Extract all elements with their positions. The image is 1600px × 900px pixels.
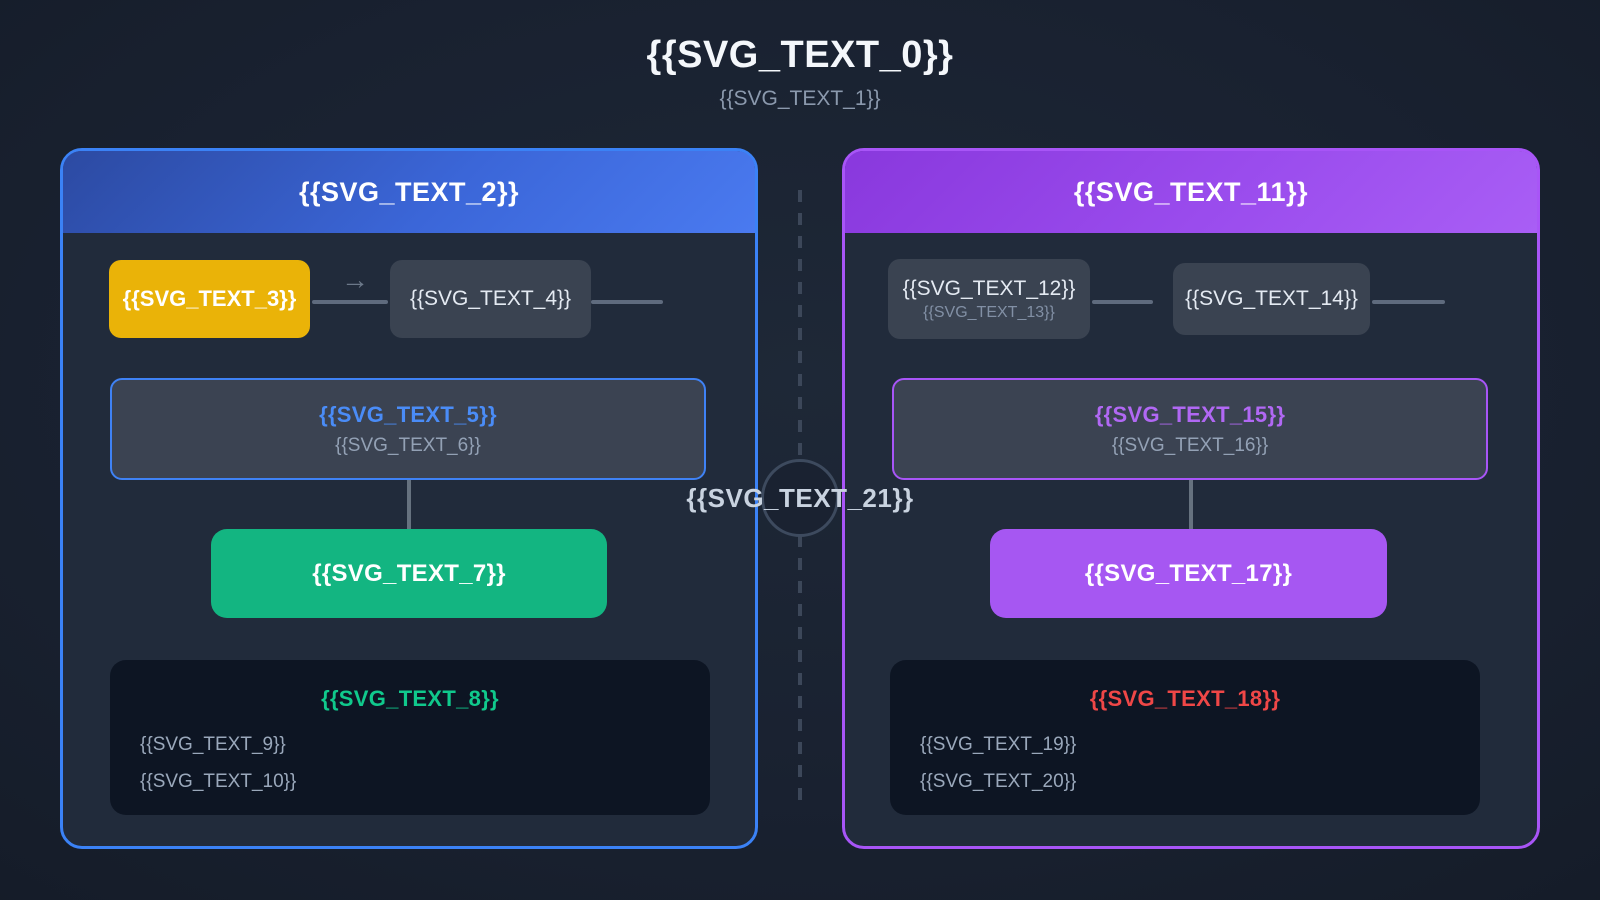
- left-flow-step-box: {{SVG_TEXT_4}}: [390, 260, 591, 338]
- left-panel: {{SVG_TEXT_2}} {{SVG_TEXT_3}} → {{SVG_TE…: [60, 148, 758, 849]
- left-panel-header: {{SVG_TEXT_2}}: [63, 151, 755, 233]
- connector-line-vertical: [407, 480, 411, 529]
- left-action-label: {{SVG_TEXT_7}}: [312, 559, 506, 587]
- divider-label: {{SVG_TEXT_21}}: [686, 483, 914, 513]
- right-result-box: {{SVG_TEXT_18}} {{SVG_TEXT_19}} {{SVG_TE…: [890, 660, 1480, 815]
- right-highlight-box: {{SVG_TEXT_15}} {{SVG_TEXT_16}}: [892, 378, 1488, 480]
- right-result-title: {{SVG_TEXT_18}}: [1089, 686, 1281, 711]
- right-highlight-title: {{SVG_TEXT_15}}: [1094, 401, 1286, 427]
- left-action-box: {{SVG_TEXT_7}}: [211, 529, 607, 618]
- right-flow-source-sublabel: {{SVG_TEXT_13}}: [923, 303, 1055, 321]
- left-result-box: {{SVG_TEXT_8}} {{SVG_TEXT_9}} {{SVG_TEXT…: [110, 660, 710, 815]
- right-panel-header: {{SVG_TEXT_11}}: [845, 151, 1537, 233]
- right-panel-title: {{SVG_TEXT_11}}: [1073, 176, 1309, 207]
- diagram-title: {{SVG_TEXT_0}}: [646, 34, 954, 76]
- right-flow-source-label: {{SVG_TEXT_12}}: [902, 276, 1076, 300]
- right-flow-step-box: {{SVG_TEXT_14}}: [1173, 263, 1370, 335]
- right-flow-source-box: {{SVG_TEXT_12}} {{SVG_TEXT_13}}: [888, 259, 1090, 339]
- left-panel-title: {{SVG_TEXT_2}}: [298, 176, 520, 207]
- left-result-title: {{SVG_TEXT_8}}: [321, 686, 499, 711]
- right-result-line: {{SVG_TEXT_20}}: [920, 771, 1077, 792]
- connector-line: [591, 300, 663, 304]
- connector-line-vertical: [1189, 480, 1193, 529]
- left-highlight-box: {{SVG_TEXT_5}} {{SVG_TEXT_6}}: [110, 378, 706, 480]
- left-flow-source-box: {{SVG_TEXT_3}}: [109, 260, 310, 338]
- left-highlight-title: {{SVG_TEXT_5}}: [319, 401, 497, 427]
- right-action-label: {{SVG_TEXT_17}}: [1084, 559, 1293, 587]
- left-highlight-subtitle: {{SVG_TEXT_6}}: [335, 434, 481, 456]
- connector-line: [1092, 300, 1153, 304]
- connector-line: [1372, 300, 1445, 304]
- left-result-line: {{SVG_TEXT_10}}: [140, 771, 297, 792]
- divider-circle: [761, 459, 839, 537]
- left-result-line: {{SVG_TEXT_9}}: [140, 734, 286, 755]
- right-action-box: {{SVG_TEXT_17}}: [990, 529, 1387, 618]
- arrow-right-icon: →: [341, 264, 369, 295]
- left-flow-step-label: {{SVG_TEXT_4}}: [409, 287, 572, 310]
- right-highlight-subtitle: {{SVG_TEXT_16}}: [1111, 434, 1269, 456]
- diagram-subtitle: {{SVG_TEXT_1}}: [719, 87, 881, 110]
- right-result-line: {{SVG_TEXT_19}}: [920, 734, 1077, 755]
- connector-line: [312, 300, 388, 304]
- right-flow-step-label: {{SVG_TEXT_14}}: [1185, 287, 1358, 310]
- left-flow-source-label: {{SVG_TEXT_3}}: [122, 286, 297, 311]
- right-panel: {{SVG_TEXT_11}} {{SVG_TEXT_12}} {{SVG_TE…: [842, 148, 1540, 849]
